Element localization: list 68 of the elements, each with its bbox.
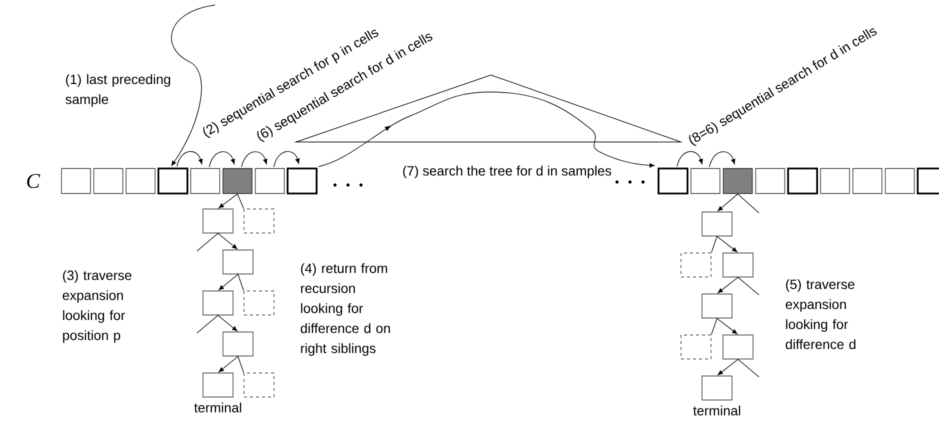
arrow xyxy=(218,233,238,250)
array-cell xyxy=(61,168,91,194)
branch-line xyxy=(738,277,760,296)
array-cell xyxy=(787,168,818,194)
branch-line xyxy=(711,318,718,335)
tree-node-box xyxy=(202,372,234,398)
arrow xyxy=(716,236,738,252)
node-caption: terminal xyxy=(194,402,242,412)
arrow xyxy=(318,92,655,168)
arrow xyxy=(218,315,238,332)
tree-node-box xyxy=(202,208,234,234)
array-cell xyxy=(852,168,882,194)
array-cell xyxy=(658,168,688,194)
dashed-box xyxy=(680,334,712,360)
branch-line xyxy=(196,233,218,252)
array-cell xyxy=(820,168,850,194)
arrow xyxy=(716,318,738,334)
tree-node-box xyxy=(722,252,754,278)
tree-node-box xyxy=(722,334,754,360)
branch-line xyxy=(237,194,244,209)
annotation-text: (4) return from recursion looking for difference d on right siblings xyxy=(300,263,390,356)
annotation-text: (5) traverse expansion looking for difference d xyxy=(786,279,856,350)
tree-node-box xyxy=(702,212,732,236)
array-cell xyxy=(254,168,285,194)
tree-node-box xyxy=(702,376,732,400)
branch-line xyxy=(711,236,718,253)
arrow xyxy=(218,274,238,290)
arrow xyxy=(218,194,238,208)
node-caption: terminal xyxy=(693,406,740,416)
arrow xyxy=(709,151,736,168)
branch-line xyxy=(738,359,760,378)
dashed-box xyxy=(680,252,712,278)
branch-line xyxy=(238,274,244,291)
dashed-box xyxy=(244,290,274,316)
arrow xyxy=(718,194,738,212)
array-name: C xyxy=(27,174,40,188)
branch-line xyxy=(196,315,218,334)
array-cell xyxy=(126,168,156,194)
arrow xyxy=(718,277,738,294)
annotation-text: (3) traverse expansion looking for position p xyxy=(62,270,132,343)
array-cell xyxy=(93,168,124,194)
arrow xyxy=(676,151,703,167)
dashed-box xyxy=(244,372,274,398)
array-cell xyxy=(755,168,786,194)
array-cell xyxy=(286,168,318,194)
arrow xyxy=(218,356,238,372)
arrow xyxy=(176,151,203,167)
highlighted-cell xyxy=(722,168,753,194)
branch-line xyxy=(238,356,244,373)
arrow xyxy=(718,359,738,376)
tree-node-box xyxy=(222,250,254,274)
array-cell xyxy=(916,168,939,194)
array-cell xyxy=(158,168,188,194)
tree-node-box xyxy=(202,290,234,316)
highlighted-cell xyxy=(222,168,252,194)
array-cell xyxy=(690,168,720,194)
edge-label: (7) search the tree for d in samples xyxy=(401,164,613,180)
branch-line xyxy=(737,194,760,214)
arrow xyxy=(171,4,216,166)
arrow xyxy=(208,151,236,168)
array-cell xyxy=(190,168,220,194)
arrow xyxy=(273,151,300,168)
arrow xyxy=(241,151,268,168)
dashed-box xyxy=(244,208,274,234)
tree-node-box xyxy=(702,294,732,318)
array-cell xyxy=(884,168,915,194)
tree-node-box xyxy=(222,332,254,356)
annotation-text: (1) last preceding sample xyxy=(66,74,170,107)
